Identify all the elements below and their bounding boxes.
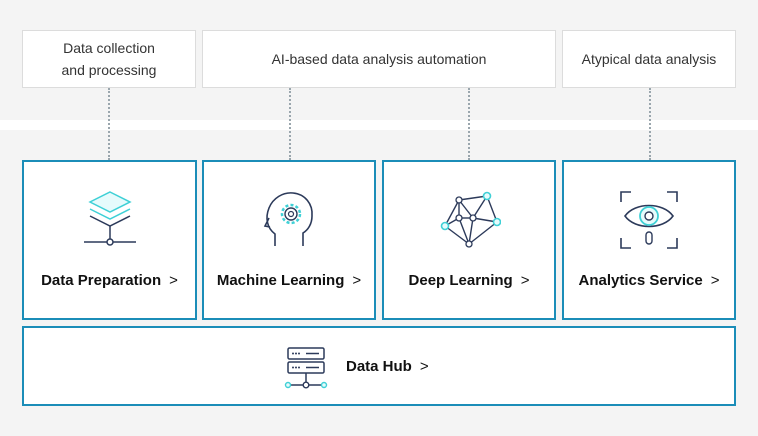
chevron-right-icon: >	[520, 272, 530, 289]
deep-learning-card[interactable]: Deep Learning >	[382, 160, 556, 320]
connector-line	[108, 88, 110, 160]
server-hub-icon	[284, 347, 328, 389]
chevron-right-icon: >	[710, 272, 720, 289]
analytics-service-label: Analytics Service	[578, 272, 703, 289]
machine-learning-card[interactable]: Machine Learning >	[202, 160, 376, 320]
deep-learning-label: Deep Learning	[408, 272, 513, 289]
data-hub-label: Data Hub	[346, 358, 412, 375]
chevron-right-icon: >	[169, 272, 178, 289]
chevron-right-icon: >	[352, 272, 362, 289]
data-preparation-label: Data Preparation	[41, 272, 162, 289]
connector-line	[649, 88, 651, 160]
layers-icon	[83, 191, 136, 246]
neural-network-icon	[440, 191, 501, 248]
connector-line	[289, 88, 291, 160]
machine-learning-label: Machine Learning	[216, 272, 345, 289]
analytics-service-card[interactable]: Analytics Service >	[562, 160, 736, 320]
connector-line	[468, 88, 470, 160]
chevron-right-icon: >	[419, 358, 429, 375]
head-gear-icon	[263, 192, 313, 246]
data-hub-card[interactable]: Data Hub >	[22, 326, 736, 406]
label-atypical-analysis: Atypical data analysis	[562, 30, 736, 88]
eye-scan-icon	[620, 191, 678, 249]
label-ai-automation: AI-based data analysis automation	[202, 30, 556, 88]
label-data-collection: Data collection and processing	[22, 30, 196, 88]
data-preparation-card[interactable]: Data Preparation >	[22, 160, 197, 320]
